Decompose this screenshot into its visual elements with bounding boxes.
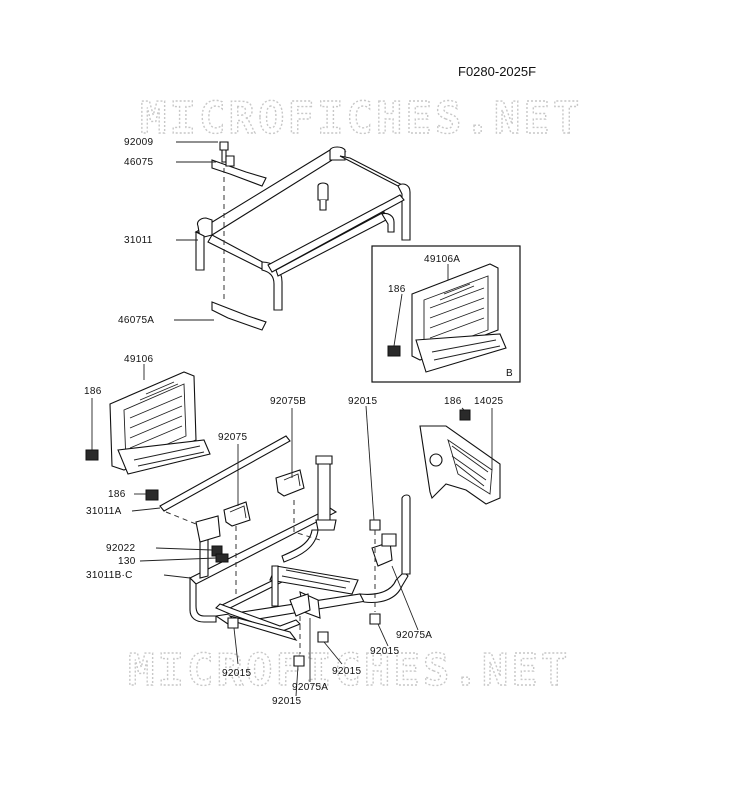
rod-31011A [159, 435, 291, 512]
panel-49106 [109, 371, 211, 475]
mount-92075A-bottom [289, 593, 311, 617]
bracket-left [195, 515, 229, 563]
label-49106: 49106 [124, 354, 153, 365]
inset-label-b: B [506, 368, 513, 379]
label-92022: 92022 [106, 543, 135, 554]
label-31011: 31011 [124, 235, 153, 246]
nut-92015-right [369, 613, 381, 625]
label-92075A-bottom: 92075A [292, 682, 328, 693]
label-14025: 14025 [474, 396, 503, 407]
label-92015-b: 92015 [332, 666, 361, 677]
label-186-left: 186 [84, 386, 102, 397]
watermark-top: MICROFICHES.NET [140, 93, 582, 144]
label-92015-top: 92015 [348, 396, 377, 407]
label-31011BC: 31011B·C [86, 570, 133, 581]
label-92015-right: 92015 [370, 646, 399, 657]
label-186-mid: 186 [108, 489, 126, 500]
mount-92075 [223, 501, 251, 527]
nut-92015-top [369, 519, 381, 531]
inset-box-b [371, 245, 521, 383]
label-92015-a: 92015 [222, 668, 251, 679]
nut-92015-b [317, 631, 329, 643]
assembly-line-31011A [165, 511, 197, 525]
label-92075B: 92075B [270, 396, 306, 407]
cover-14025 [419, 425, 501, 505]
bolt-186-inset [387, 345, 401, 357]
bolt-186-left [85, 449, 99, 461]
label-92015-c: 92015 [272, 696, 301, 707]
plate-46075A [211, 301, 267, 331]
nut-92015-c [293, 655, 305, 667]
mount-92075B [275, 469, 305, 497]
bolt-186-mid [145, 489, 159, 501]
assembly-line-92075B [293, 500, 321, 541]
label-31011A: 31011A [86, 506, 122, 517]
label-92075A-right: 92075A [396, 630, 432, 641]
watermark-bottom: MICROFICHES.NET [128, 645, 570, 696]
label-186-right: 186 [444, 396, 462, 407]
nut-92015-a [227, 617, 239, 629]
label-92075: 92075 [218, 432, 247, 443]
diagram-code: F0280-2025F [458, 64, 536, 79]
bolt-186-right [459, 409, 471, 421]
panel-49106A [411, 263, 507, 373]
label-130: 130 [118, 556, 136, 567]
plate-46075 [211, 155, 267, 187]
bolt-92009 [219, 141, 229, 163]
label-46075: 46075 [124, 157, 153, 168]
label-186-inset: 186 [388, 284, 406, 295]
mount-92075A-right [371, 533, 397, 567]
leader-lines [91, 141, 493, 697]
lower-frame-31011BC [189, 455, 411, 642]
label-92009: 92009 [124, 137, 153, 148]
label-49106A: 49106A [424, 254, 460, 265]
label-46075A: 46075A [118, 315, 154, 326]
upper-frame-31011 [194, 146, 411, 311]
